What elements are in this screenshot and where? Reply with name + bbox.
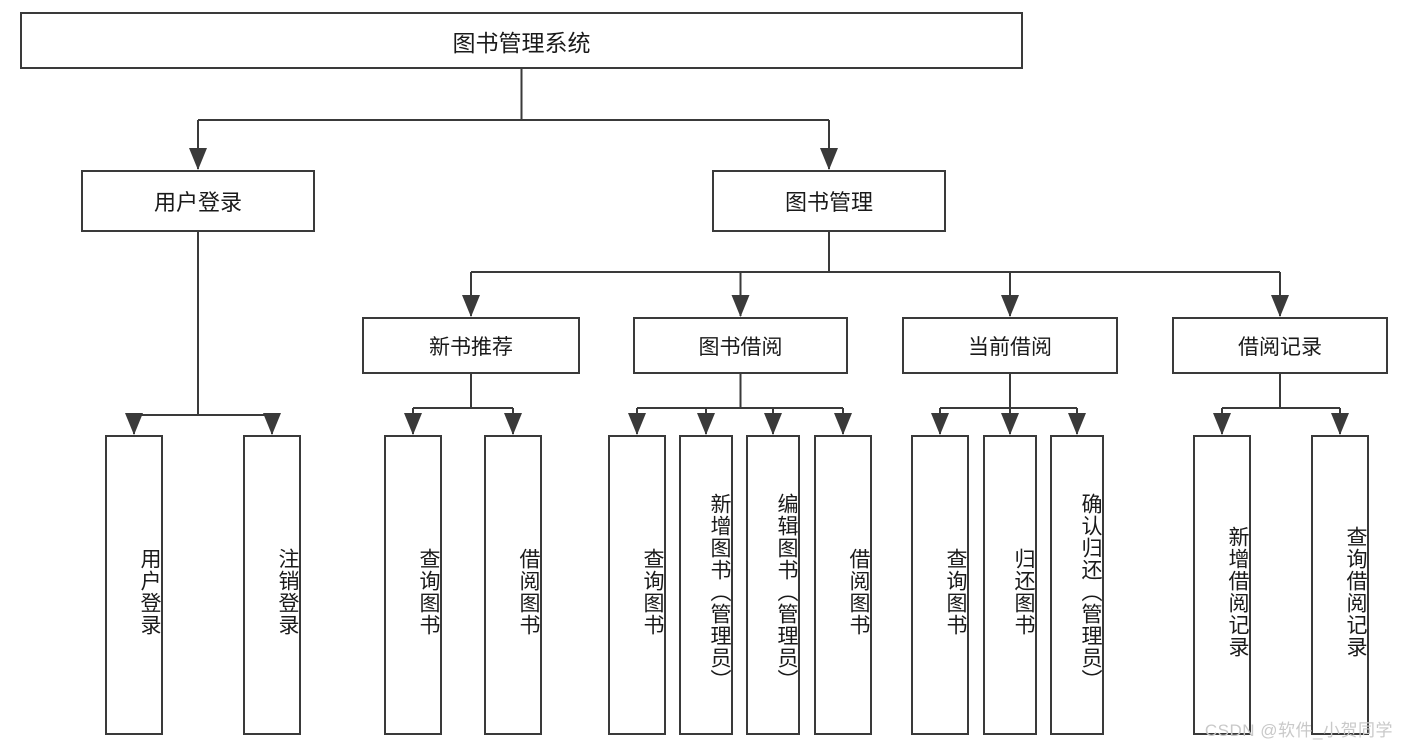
node-leaf_confirm_return[interactable]: 确认归还（管理员） — [1050, 435, 1104, 735]
node-current_borrow-label: 当前借阅 — [968, 335, 1052, 359]
node-leaf_add_book[interactable]: 新增图书（管理员） — [679, 435, 733, 735]
node-leaf_query_book_3[interactable]: 查询图书 — [911, 435, 969, 735]
node-leaf_add_book-label: 新增图书（管理员） — [708, 493, 731, 691]
node-leaf_user_login[interactable]: 用户登录 — [105, 435, 163, 735]
node-leaf_query_book_1-label: 查询图书 — [417, 548, 440, 636]
watermark: CSDN @软件_小贺同学 — [1204, 721, 1393, 740]
node-leaf_confirm_return-label: 确认归还（管理员） — [1079, 493, 1102, 691]
node-leaf_query_record[interactable]: 查询借阅记录 — [1311, 435, 1369, 735]
node-leaf_borrow_book_1-label: 借阅图书 — [517, 548, 540, 636]
node-leaf_edit_book[interactable]: 编辑图书（管理员） — [746, 435, 800, 735]
node-new_book_rec[interactable]: 新书推荐 — [362, 317, 580, 374]
node-leaf_edit_book-label: 编辑图书（管理员） — [775, 493, 798, 691]
node-leaf_query_book_2[interactable]: 查询图书 — [608, 435, 666, 735]
node-leaf_borrow_book_1[interactable]: 借阅图书 — [484, 435, 542, 735]
node-borrow_record[interactable]: 借阅记录 — [1172, 317, 1388, 374]
node-leaf_query_book_1[interactable]: 查询图书 — [384, 435, 442, 735]
node-leaf_logout-label: 注销登录 — [276, 548, 299, 636]
node-leaf_return_book[interactable]: 归还图书 — [983, 435, 1037, 735]
node-leaf_add_record[interactable]: 新增借阅记录 — [1193, 435, 1251, 735]
node-leaf_user_login-label: 用户登录 — [138, 548, 161, 636]
node-leaf_add_record-label: 新增借阅记录 — [1226, 526, 1249, 658]
node-new_book_rec-label: 新书推荐 — [429, 335, 513, 359]
node-book_manage[interactable]: 图书管理 — [712, 170, 946, 232]
node-book_borrow-label: 图书借阅 — [698, 335, 783, 359]
node-borrow_record-label: 借阅记录 — [1238, 335, 1322, 359]
node-user_login[interactable]: 用户登录 — [81, 170, 315, 232]
node-leaf_query_book_2-label: 查询图书 — [641, 548, 664, 636]
node-leaf_borrow_book_2[interactable]: 借阅图书 — [814, 435, 872, 735]
node-leaf_borrow_book_2-label: 借阅图书 — [847, 548, 870, 636]
node-root[interactable]: 图书管理系统 — [20, 12, 1023, 69]
node-leaf_query_book_3-label: 查询图书 — [944, 548, 967, 636]
node-leaf_logout[interactable]: 注销登录 — [243, 435, 301, 735]
node-book_manage-label: 图书管理 — [784, 190, 873, 215]
node-user_login-label: 用户登录 — [153, 190, 242, 215]
node-leaf_query_record-label: 查询借阅记录 — [1344, 526, 1367, 658]
node-book_borrow[interactable]: 图书借阅 — [633, 317, 848, 374]
node-current_borrow[interactable]: 当前借阅 — [902, 317, 1118, 374]
node-leaf_return_book-label: 归还图书 — [1012, 548, 1035, 636]
node-root-label: 图书管理系统 — [452, 29, 591, 56]
